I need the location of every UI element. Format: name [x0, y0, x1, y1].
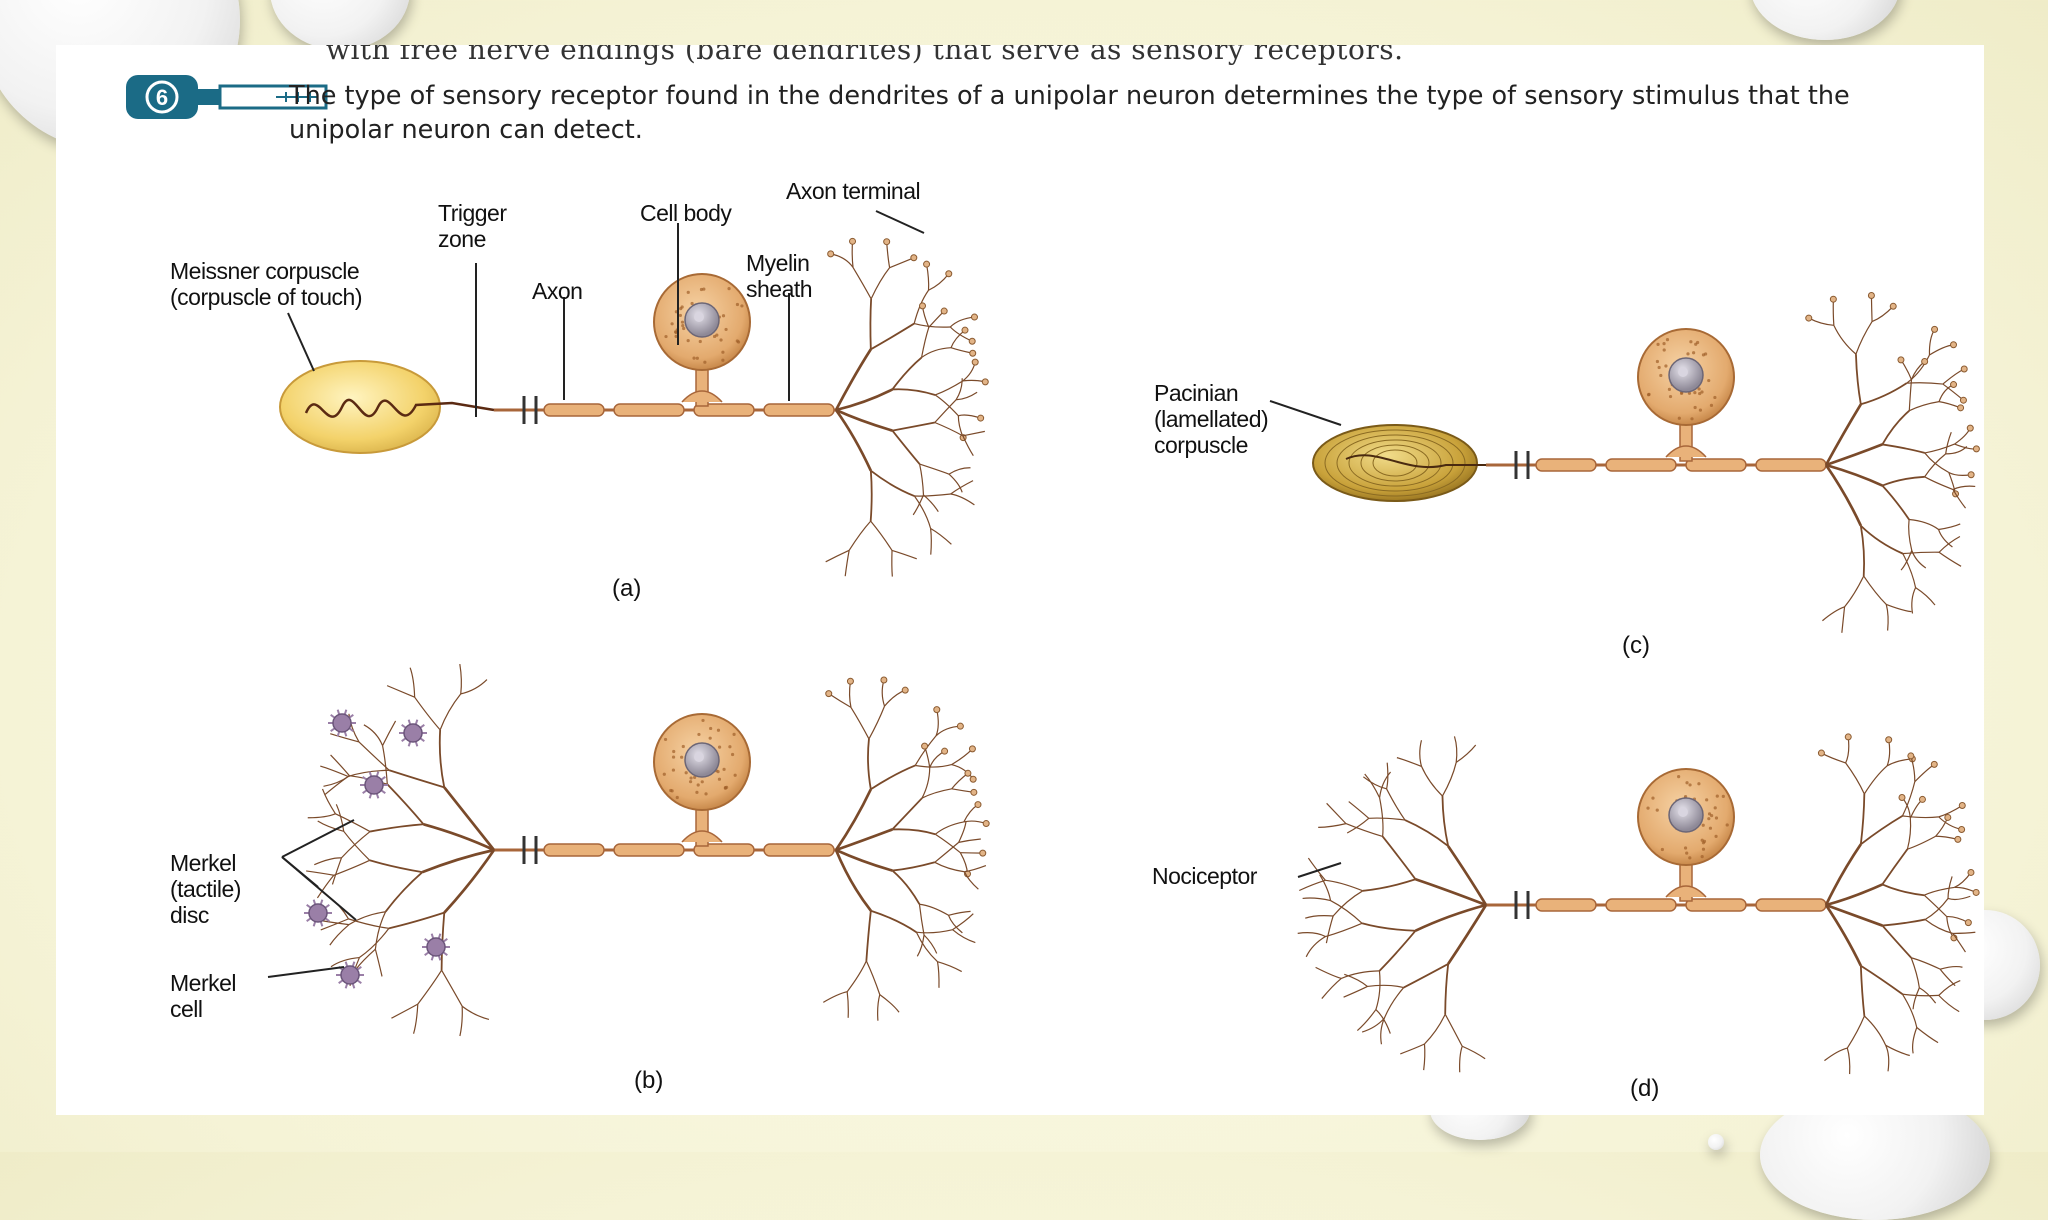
axon-terminal — [1817, 733, 1980, 1075]
label-meissner-corpuscle: Meissner corpuscle (corpuscle of touch) — [170, 258, 362, 310]
neuron-diagrams — [267, 210, 1980, 1075]
decor-bubble — [270, 0, 410, 50]
myelin-segment — [693, 843, 755, 857]
neuron-d — [1486, 733, 1980, 1075]
label-merkel-cell: Merkel cell — [170, 970, 237, 1022]
leader-lines — [267, 210, 1342, 978]
neuron-c — [1486, 291, 1980, 633]
myelin-segment — [1755, 458, 1827, 472]
trigger-zone-break — [1514, 891, 1530, 919]
figure-caption: The type of sensory receptor found in th… — [289, 81, 1850, 145]
axon-terminal — [823, 676, 990, 1021]
myelin-segment — [763, 843, 835, 857]
panel-label-c: (c) — [1622, 632, 1650, 659]
myelin-segment — [1535, 898, 1597, 912]
badge-number: 6 — [156, 85, 168, 110]
slide-figure: with free nerve endings (bare dendrites)… — [56, 45, 1984, 1115]
pacinian-corpuscle — [1312, 424, 1478, 502]
label-axon: Axon — [532, 278, 583, 304]
cut-off-text-line: with free nerve endings (bare dendrites)… — [326, 45, 1404, 66]
merkel-disc — [360, 771, 388, 799]
trigger-zone-break — [1514, 451, 1530, 479]
numbered-badge-icon: 6 — [126, 75, 328, 119]
neuron-b — [494, 676, 990, 1021]
merkel-disc — [328, 709, 356, 737]
myelin-segment — [1685, 458, 1747, 472]
key-icon — [198, 84, 328, 110]
label-myelin-sheath: Myelin sheath — [746, 250, 813, 302]
neuron-a — [494, 237, 989, 577]
axon-terminal — [825, 237, 989, 577]
myelin-segment — [613, 843, 685, 857]
myelin-segment — [543, 843, 605, 857]
myelin-segment — [543, 403, 605, 417]
axon-terminal — [1805, 291, 1980, 633]
myelin-segment — [1605, 898, 1677, 912]
label-nociceptor: Nociceptor — [1152, 863, 1257, 889]
decor-bubble — [1708, 1134, 1724, 1150]
myelin-segment — [693, 403, 755, 417]
panel-label-a: (a) — [612, 575, 642, 602]
label-merkel-disc: Merkel (tactile) disc — [170, 850, 241, 928]
label-axon-terminal: Axon terminal — [786, 178, 921, 204]
myelin-segment — [1605, 458, 1677, 472]
trigger-zone-break — [522, 396, 538, 424]
myelin-segment — [1685, 898, 1747, 912]
merkel-dendrites — [306, 663, 496, 1037]
label-pacinian-corpuscle: Pacinian (lamellated) corpuscle — [1154, 380, 1269, 458]
meissner-corpuscle — [279, 360, 441, 454]
myelin-segment — [763, 403, 835, 417]
myelin-segment — [613, 403, 685, 417]
label-cell-body: Cell body — [640, 200, 732, 226]
merkel-disc — [304, 899, 332, 927]
panel-label-b: (b) — [634, 1067, 664, 1094]
myelin-segment — [1755, 898, 1827, 912]
neuron-group — [279, 237, 1980, 1075]
trigger-zone-break — [522, 836, 538, 864]
pacinian-nerve-ending — [1345, 454, 1486, 468]
myelin-segment — [1535, 458, 1597, 472]
merkel-disc — [399, 719, 427, 747]
merkel-disc — [336, 961, 364, 989]
nociceptor-free-endings — [1297, 736, 1488, 1073]
panel-label-d: (d) — [1630, 1075, 1660, 1102]
merkel-disc — [422, 933, 450, 961]
label-trigger-zone: Trigger zone — [438, 200, 507, 252]
decor-bubble — [1750, 0, 1900, 40]
meissner-nerve-ending — [304, 398, 495, 418]
